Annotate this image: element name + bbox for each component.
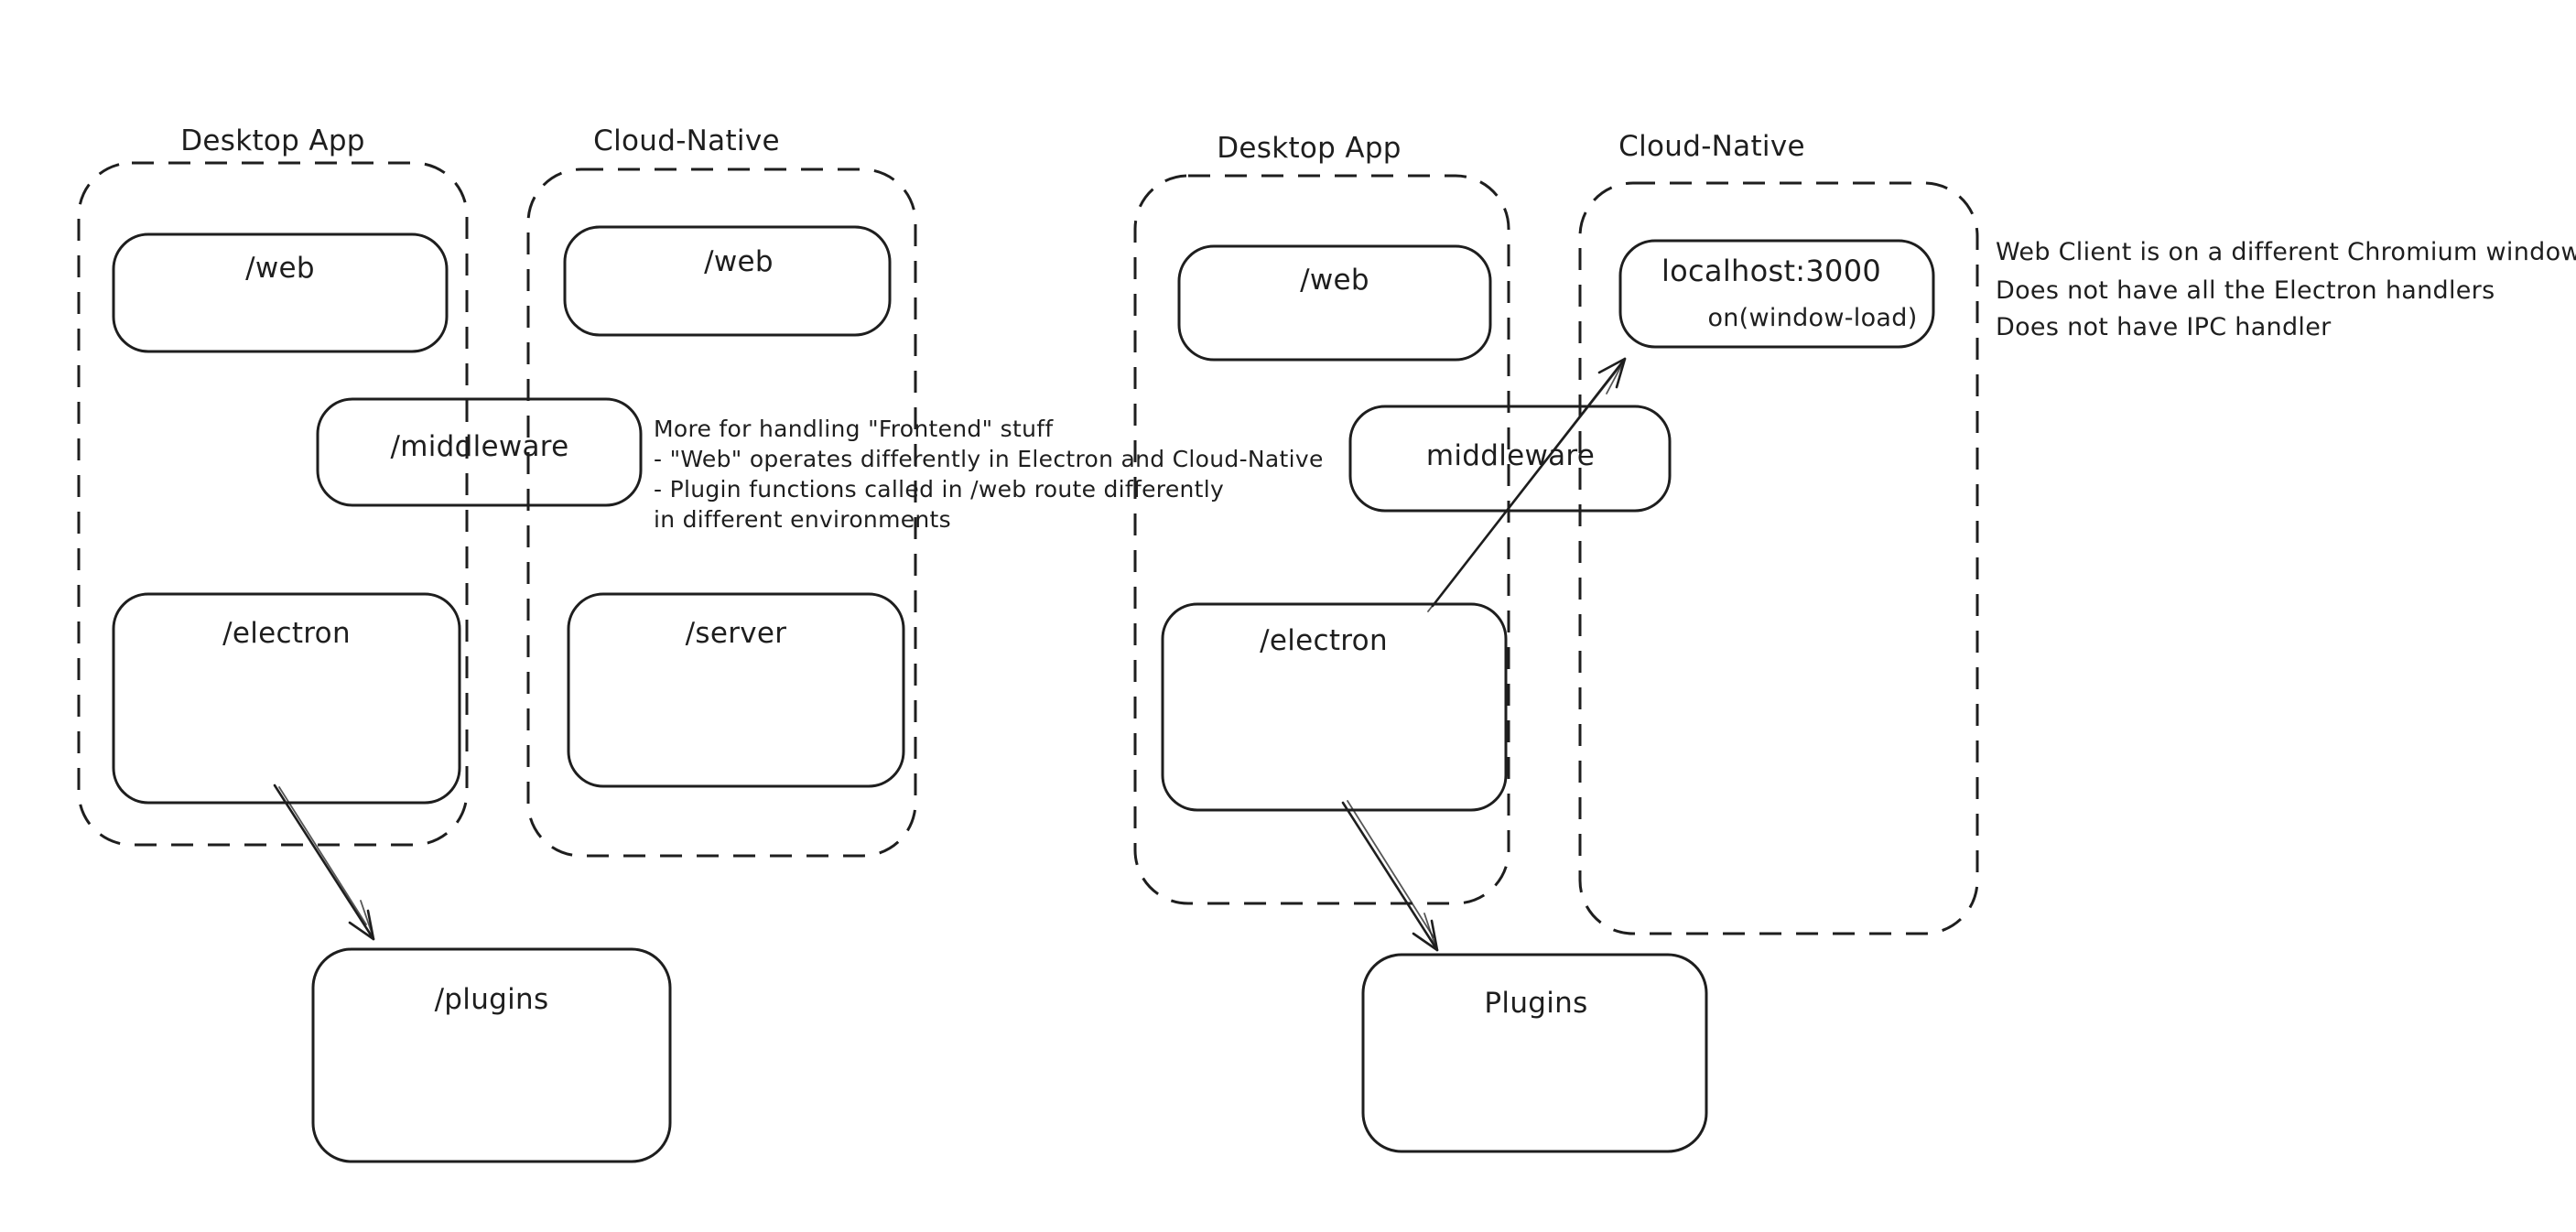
d1-desktop-group-label: Desktop App (180, 124, 365, 157)
arrow-head-sketch (1423, 913, 1436, 947)
d1-web-desktop-label: /web (245, 252, 315, 285)
d2-cloud-group-label: Cloud-Native (1618, 130, 1805, 163)
arrow-head-sketch (1606, 363, 1623, 394)
d1-cloud-group-label: Cloud-Native (593, 124, 780, 157)
d2-localhost-box (1618, 239, 1935, 349)
d2-electron-box (1161, 602, 1508, 812)
d1-electron-label: /electron (222, 617, 351, 650)
d1-arrow-electron-to-plugins (273, 784, 375, 941)
arrow-head (1412, 919, 1439, 952)
frontend-note-line-4: in different environments (654, 506, 951, 533)
d2-desktop-group-label: Desktop App (1217, 132, 1402, 165)
d2-window-load-label: on(window-load) (1707, 304, 1917, 332)
web-client-note-line-2: Does not have all the Electron handlers (1996, 276, 2495, 305)
web-client-note-line-1: Web Client is on a different Chromium wi… (1996, 238, 2576, 266)
d2-arrow-electron-to-localhost (1427, 357, 1627, 612)
d2-plugins-label: Plugins (1484, 987, 1587, 1020)
frontend-note: More for handling "Frontend" stuff - "We… (654, 416, 1324, 533)
d2-middleware-box (1348, 405, 1672, 513)
frontend-note-line-2: - "Web" operates differently in Electron… (654, 446, 1324, 472)
d1-plugins-box (311, 947, 672, 1163)
d2-plugins-box (1361, 953, 1708, 1153)
arrow-shaft-sketch (278, 786, 367, 925)
d1-server-label: /server (686, 617, 787, 650)
d2-electron-label: /electron (1260, 624, 1388, 657)
arrow-head (348, 909, 375, 941)
arrow-head (1597, 357, 1627, 389)
arrow-shaft-sketch (1347, 800, 1434, 938)
frontend-note-line-3: - Plugin functions called in /web route … (654, 476, 1224, 503)
frontend-note-line-1: More for handling "Frontend" stuff (654, 416, 1054, 442)
d2-web-box (1177, 244, 1492, 362)
arrow-shaft (1341, 801, 1439, 952)
web-client-note-line-3: Does not have IPC handler (1996, 313, 2332, 341)
d2-desktop-group-outline (1133, 174, 1510, 905)
d2-middleware-label: middleware (1426, 439, 1595, 472)
d1-web-desktop-box (112, 232, 449, 353)
diagram1: Desktop App Cloud-Native /web /web /midd… (77, 124, 917, 1163)
d2-web-label: /web (1300, 264, 1369, 297)
diagram2: Desktop App Cloud-Native /web middleware… (1133, 130, 1979, 1153)
arrow-shaft (273, 784, 375, 941)
d1-middleware-box (316, 397, 643, 507)
arrow-head-sketch (360, 900, 373, 936)
d1-server-box (567, 592, 905, 788)
d2-arrow-electron-to-plugins (1341, 800, 1439, 952)
d1-web-cloud-label: /web (704, 245, 774, 278)
d1-web-cloud-box (563, 225, 892, 337)
arrow-shaft-sketch (1427, 365, 1621, 612)
d1-plugins-label: /plugins (435, 983, 549, 1016)
d1-middleware-label: /middleware (390, 430, 568, 463)
d2-localhost-label: localhost:3000 (1661, 254, 1881, 288)
web-client-note: Web Client is on a different Chromium wi… (1996, 238, 2576, 341)
d2-cloud-group-outline (1578, 181, 1979, 935)
